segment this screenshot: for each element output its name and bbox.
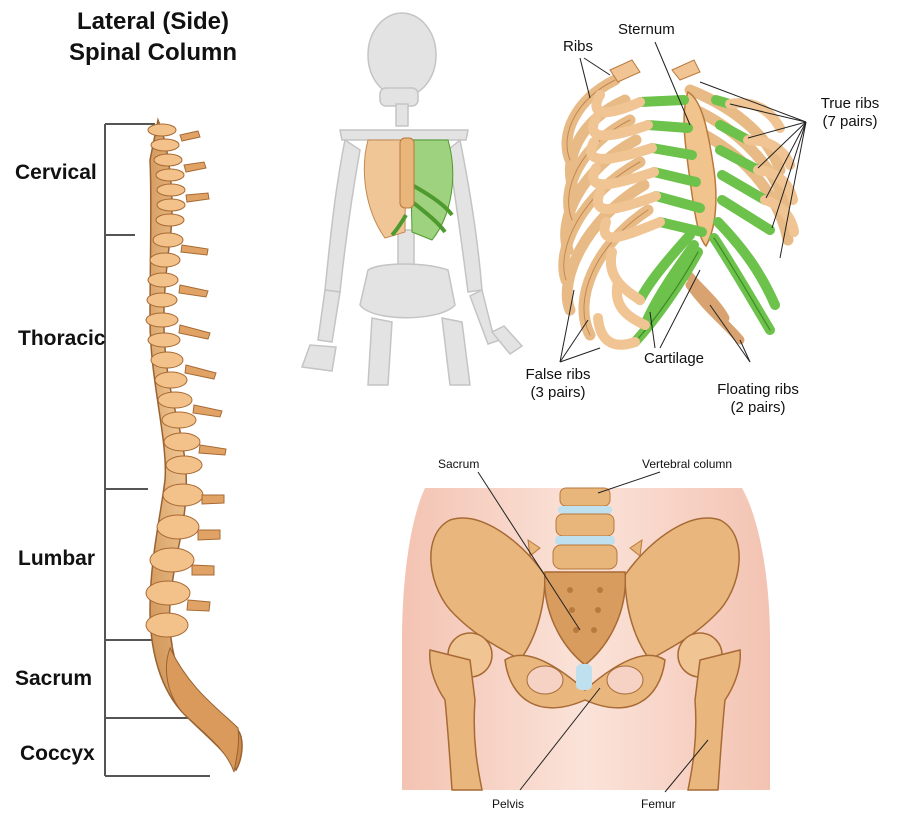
region-lumbar-label: Lumbar (18, 547, 95, 571)
region-coccyx-label: Coccyx (20, 742, 95, 766)
floating-ribs-line2: (2 pairs) (708, 399, 808, 417)
pelvis-sacrum-label: Sacrum (438, 457, 479, 471)
pelvis-illustration (402, 488, 770, 790)
spine-title: Lateral (Side) Spinal Column (38, 6, 268, 68)
pelvis-label: Pelvis (492, 797, 524, 811)
femur-label: Femur (641, 797, 676, 811)
ribcage-detail (564, 60, 794, 345)
false-ribs-label: False ribs (3 pairs) (516, 366, 600, 402)
floating-ribs-line1: Floating ribs (708, 381, 808, 399)
vertebral-column-label: Vertebral column (642, 457, 732, 471)
spine-title-line2: Spinal Column (38, 37, 268, 68)
false-ribs-line1: False ribs (516, 366, 600, 384)
sternum-label: Sternum (618, 21, 675, 39)
ribs-label: Ribs (563, 38, 593, 56)
false-ribs-line2: (3 pairs) (516, 384, 600, 402)
true-ribs-label: True ribs (7 pairs) (812, 95, 888, 131)
skeleton-ribcage (364, 138, 452, 240)
lateral-spinal-column (146, 120, 242, 772)
floating-ribs-label: Floating ribs (2 pairs) (708, 381, 808, 417)
region-sacrum-label: Sacrum (15, 667, 92, 691)
true-ribs-line1: True ribs (812, 95, 888, 113)
spine-title-line1: Lateral (Side) (38, 6, 268, 37)
true-ribs-line2: (7 pairs) (812, 113, 888, 131)
cartilage-label: Cartilage (644, 350, 704, 368)
region-thoracic-label: Thoracic (18, 327, 106, 351)
region-cervical-label: Cervical (15, 161, 97, 185)
